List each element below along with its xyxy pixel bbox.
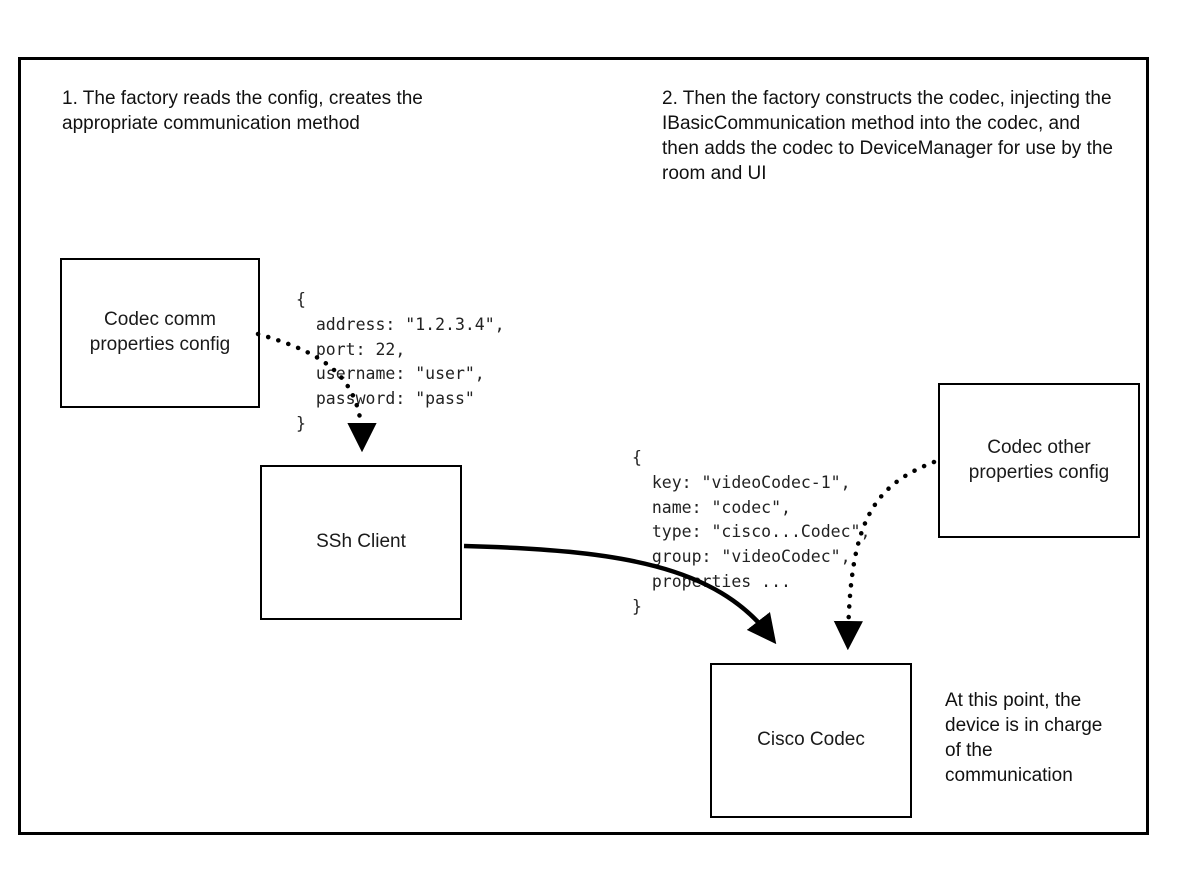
note-device-in-charge: At this point, the device is in charge o… [945,690,1103,787]
code-codec-properties: { key: "videoCodec-1", name: "codec", ty… [632,448,871,616]
code-comm-properties: { address: "1.2.3.4", port: 22, username… [296,290,505,433]
note-step1: 1. The factory reads the config, creates… [62,88,423,135]
note-step2: 2. Then the factory constructs the codec… [662,88,1113,185]
box-codec-other-properties-config: Codec other properties config [938,383,1140,538]
box-codec-other-label: Codec other properties config [968,436,1110,483]
box-codec-comm-properties-config: Codec comm properties config [60,258,260,408]
box-codec-comm-label: Codec comm properties config [89,309,231,355]
box-ssh-client-label: SSh Client [316,531,406,553]
box-ssh-client: SSh Client [260,465,462,620]
diagram-outer-frame [18,57,1149,835]
box-cisco-codec-label: Cisco Codec [757,729,865,751]
box-cisco-codec: Cisco Codec [710,663,912,818]
